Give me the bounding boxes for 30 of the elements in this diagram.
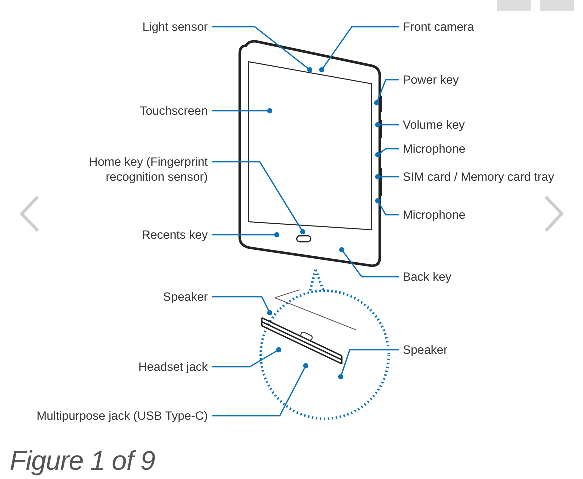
- part-label: Multipurpose jack (USB Type-C): [18, 409, 208, 424]
- part-label: Recents key: [88, 228, 208, 243]
- part-label: Speaker: [403, 343, 523, 358]
- leader-line: [319, 26, 399, 73]
- leader-line: [212, 26, 313, 73]
- part-label: Power key: [403, 73, 523, 88]
- part-label: Volume key: [403, 118, 523, 133]
- caption: Figure 1 of 9: [10, 446, 156, 477]
- leader-line: [212, 161, 306, 235]
- leader-line: [375, 198, 399, 216]
- part-label: Microphone: [403, 142, 523, 157]
- part-label: Touchscreen: [88, 104, 208, 119]
- leader-line: [375, 174, 399, 180]
- leader-line: [212, 232, 280, 238]
- part-label: Headset jack: [88, 360, 208, 375]
- leader-line: [375, 148, 399, 158]
- leader-line: [374, 79, 399, 106]
- leader-line: [339, 247, 399, 278]
- leader-line: [212, 363, 309, 417]
- part-label: SIM card / Memory card tray: [403, 170, 573, 185]
- leader-line: [375, 122, 399, 128]
- part-label: Microphone: [403, 208, 523, 223]
- leader-line: [212, 296, 273, 316]
- leader-line: [212, 108, 273, 114]
- part-label: Back key: [403, 270, 523, 285]
- part-label: Speaker: [88, 290, 208, 305]
- part-label: Light sensor: [88, 20, 208, 35]
- leader-line: [212, 347, 282, 368]
- part-label: Front camera: [403, 20, 523, 35]
- part-label: Home key (Fingerprint recognition sensor): [48, 155, 208, 185]
